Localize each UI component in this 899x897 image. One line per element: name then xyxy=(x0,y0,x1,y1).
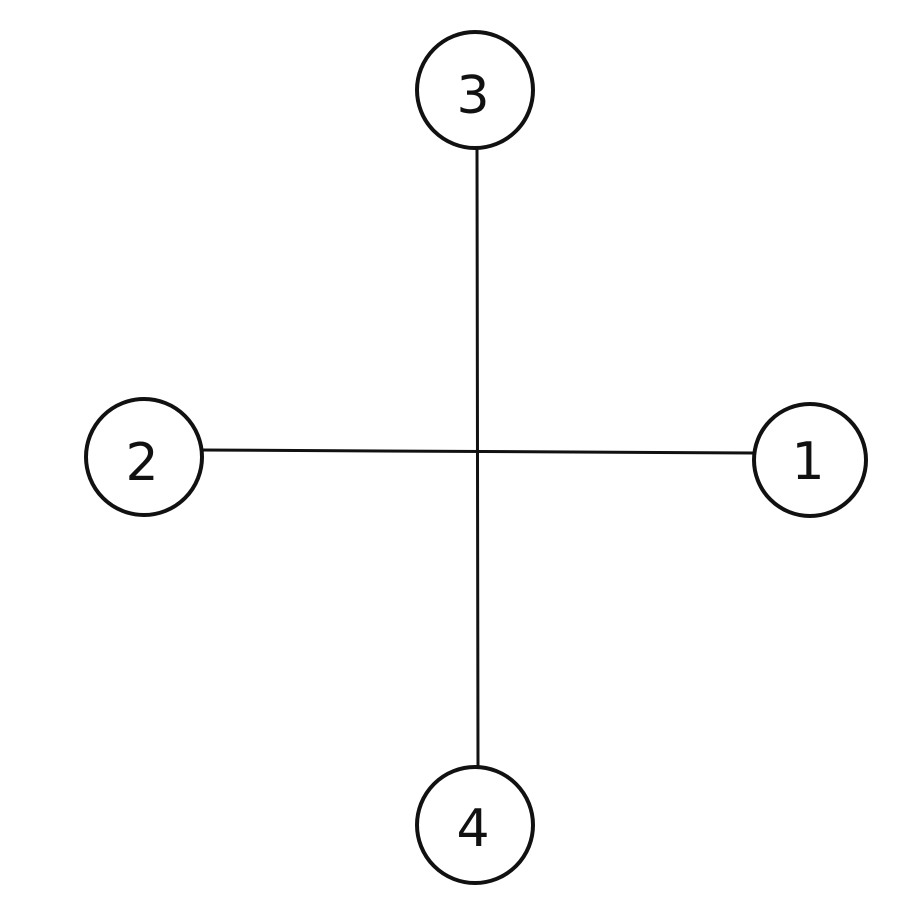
node-1: 1 xyxy=(752,402,868,518)
node-1-label: 1 xyxy=(791,432,824,492)
node-1-circle xyxy=(752,402,868,518)
edge-3-4 xyxy=(475,148,480,768)
node-3-circle xyxy=(415,30,535,150)
node-2-circle xyxy=(84,397,204,517)
node-3: 3 xyxy=(415,30,535,150)
node-4-circle xyxy=(415,765,535,885)
node-4: 4 xyxy=(415,765,535,885)
node-3-label: 3 xyxy=(456,66,489,126)
node-2: 2 xyxy=(84,397,204,517)
node-2-label: 2 xyxy=(125,433,158,493)
node-4-label: 4 xyxy=(456,799,489,859)
